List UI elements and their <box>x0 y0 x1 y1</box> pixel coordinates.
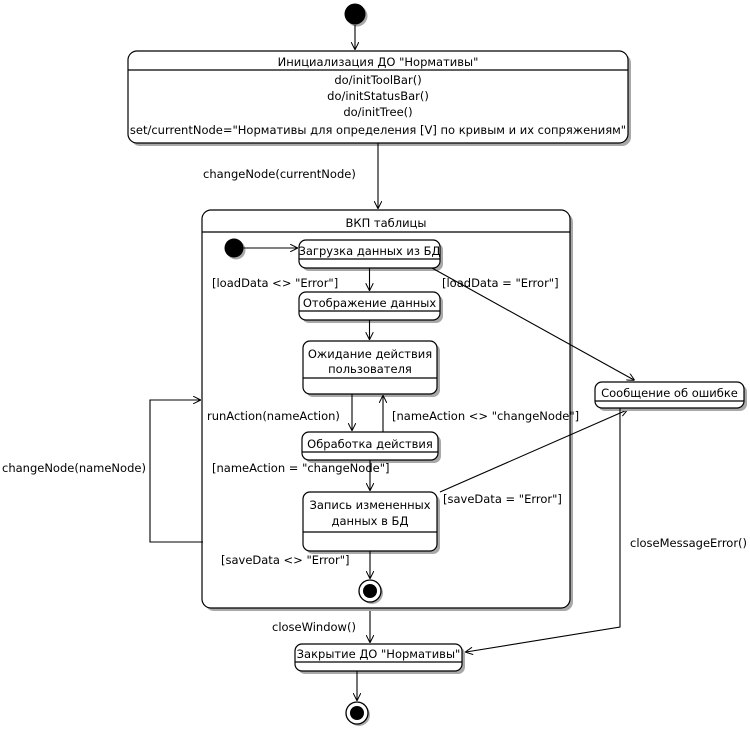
state-init-name: Инициализация ДО "Нормативы" <box>278 55 479 69</box>
state-load-data-name: Загрузка данных из БД <box>298 244 440 258</box>
state-process-action[interactable]: Обработка действия <box>301 431 441 463</box>
edge-save-to-innerfinal: [saveData <> "Error"] <box>221 551 370 578</box>
final-state-bottom <box>345 701 370 726</box>
edge-composite-self-loop: changeNode(nameNode) <box>2 400 203 543</box>
state-save-data[interactable]: Запись измененных данных в БД <box>302 491 440 554</box>
state-init-activity-3: do/initTree() <box>343 105 412 119</box>
state-init-activity-2: do/initStatusBar() <box>327 89 429 103</box>
state-wait-action[interactable]: Ожидание действия пользователя <box>302 340 440 397</box>
initial-state-start <box>344 3 368 27</box>
state-save-data-name-line1: Запись измененных <box>309 498 430 512</box>
state-init-activity-4: set/currentNode="Нормативы для определен… <box>130 123 626 137</box>
state-error-message[interactable]: Сообщение об ошибке <box>594 381 747 411</box>
final-state-inner <box>358 579 383 604</box>
edge-label-loaddata-ok: [loadData <> "Error"] <box>212 276 338 290</box>
state-error-message-name: Сообщение об ошибке <box>601 386 738 400</box>
state-process-action-name: Обработка действия <box>307 437 433 451</box>
initial-state-dot <box>344 3 366 25</box>
edge-process-to-save: [nameAction = "changeNode"] <box>212 460 389 490</box>
composite-state-body <box>201 209 571 609</box>
state-init[interactable]: Инициализация ДО "Нормативы" do/initTool… <box>127 50 631 146</box>
edge-label-savedata-ok: [saveData <> "Error"] <box>221 553 350 567</box>
edge-label-change-node-name: changeNode(nameNode) <box>2 461 146 475</box>
edge-label-close-window: closeWindow() <box>272 620 356 634</box>
edge-error-to-close: closeMessageError() <box>466 408 747 652</box>
edge-process-to-wait: [nameAction <> "changeNode"] <box>383 396 579 432</box>
edge-label-close-message-error: closeMessageError() <box>630 536 747 550</box>
state-save-data-name-line2: данных в БД <box>332 514 409 528</box>
edge-label-savedata-err: [saveData = "Error"] <box>443 492 562 506</box>
edge-label-nameaction-eq: [nameAction = "changeNode"] <box>212 461 389 475</box>
final-state-dot <box>350 706 364 720</box>
edge-label-nameaction-ne: [nameAction <> "changeNode"] <box>392 409 579 423</box>
initial-state-inner <box>224 238 246 260</box>
state-close-body <box>294 643 463 672</box>
state-close[interactable]: Закрытие ДО "Нормативы" <box>294 643 465 674</box>
state-init-activity-1: do/initToolBar() <box>334 73 421 87</box>
composite-state-vkp[interactable]: ВКП таблицы <box>201 209 573 611</box>
edge-label-change-node-current: changeNode(currentNode) <box>203 167 356 181</box>
state-wait-action-name-line2: пользователя <box>328 362 412 376</box>
edge-label-loaddata-err: [loadData = "Error"] <box>442 276 559 290</box>
state-show-data[interactable]: Отображение данных <box>298 291 443 323</box>
state-close-name: Закрытие ДО "Нормативы" <box>297 647 461 661</box>
state-wait-action-name-line1: Ожидание действия <box>308 347 432 361</box>
edge-wait-to-process: runAction(nameAction) <box>207 394 352 430</box>
inner-initial-dot <box>224 238 244 258</box>
state-load-data[interactable]: Загрузка данных из БД <box>298 239 443 271</box>
edge-label-run-action: runAction(nameAction) <box>207 409 340 423</box>
state-wait-action-body <box>302 340 438 395</box>
edge-composite-to-close: closeWindow() <box>272 611 370 642</box>
inner-final-dot <box>363 584 377 598</box>
composite-state-title: ВКП таблицы <box>346 216 427 230</box>
edge-load-to-error: [loadData = "Error"] <box>431 267 634 380</box>
edge-save-to-error: [saveData = "Error"] <box>439 410 627 506</box>
edge-load-to-show: [loadData <> "Error"] <box>212 268 370 290</box>
state-show-data-name: Отображение данных <box>303 296 437 310</box>
edge-init-to-composite: changeNode(currentNode) <box>203 143 378 208</box>
